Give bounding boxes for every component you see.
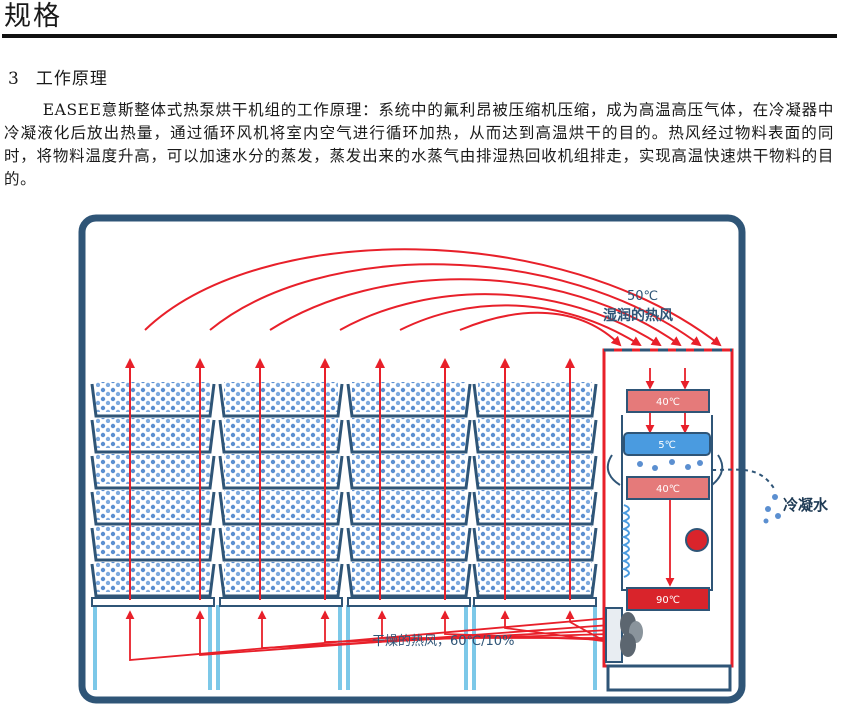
rack-tray (346, 419, 472, 454)
coil-40-mid (626, 476, 710, 500)
expansion-coil (621, 504, 630, 578)
rack-tray (90, 383, 216, 418)
coil-90 (626, 587, 710, 611)
material-tray-fill (478, 454, 592, 484)
rack-tray (472, 527, 598, 562)
coil-90-label: 90℃ (656, 595, 680, 606)
rack-tray (218, 527, 344, 562)
rack-base (219, 597, 343, 607)
material-tray-fill (224, 526, 338, 556)
material-tray-fill (224, 562, 338, 592)
material-tray-fill (478, 490, 592, 520)
rack-tray (90, 455, 216, 490)
drain-pipes (93, 605, 597, 690)
material-tray-fill (352, 418, 466, 448)
page-title: 规格 (4, 1, 62, 32)
condensate-label: 冷凝水 (783, 496, 829, 514)
circulation-fan (605, 607, 643, 663)
coil-40-top-label: 40℃ (656, 397, 680, 408)
water-droplets (637, 459, 781, 524)
rack-base (91, 597, 215, 607)
rack-base (473, 597, 597, 607)
material-tray-fill (96, 526, 210, 556)
rack-tray (346, 383, 472, 418)
material-tray-fill (96, 454, 210, 484)
rack-tray (472, 455, 598, 490)
rack-tray (218, 455, 344, 490)
section-number: 3 (8, 69, 20, 89)
chamber-wall (78, 214, 746, 704)
material-tray-fill (478, 526, 592, 556)
coil-40-top (626, 389, 710, 413)
material-tray-fill (224, 454, 338, 484)
return-air-arcs (144, 248, 722, 347)
material-tray-fill (224, 382, 338, 412)
material-tray-fill (352, 490, 466, 520)
moist-air-label: 湿润的热风 (603, 307, 673, 324)
section-heading: 3 工作原理 (8, 64, 108, 89)
material-tray-fill (478, 562, 592, 592)
rack-tray (346, 455, 472, 490)
rack-base (347, 597, 471, 607)
material-tray-fill (96, 382, 210, 412)
rack-tray (472, 383, 598, 418)
rack-tray (90, 563, 216, 598)
material-racks (90, 382, 598, 607)
material-tray-fill (478, 418, 592, 448)
rising-air-arrows (125, 358, 575, 600)
material-tray-fill (96, 418, 210, 448)
compressor (685, 528, 709, 552)
rack-tray (346, 563, 472, 598)
material-tray-fill (96, 562, 210, 592)
dry-air-label: 干燥的热风，60℃/10% (372, 633, 514, 649)
coil-5 (623, 432, 711, 456)
rack-tray (472, 491, 598, 526)
rack-tray (218, 491, 344, 526)
supply-air-lines (125, 610, 611, 661)
rack-tray (346, 491, 472, 526)
moist-air-temp: 50℃ (627, 289, 658, 304)
rack-tray (472, 419, 598, 454)
body-paragraph: EASEE意斯整体式热泵烘干机组的工作原理：系统中的氟利昂被压缩机压缩，成为高温… (4, 101, 834, 188)
material-tray-fill (96, 490, 210, 520)
section-title: 工作原理 (35, 69, 108, 89)
coil-5-label: 5℃ (658, 440, 676, 451)
rack-tray (218, 563, 344, 598)
material-tray-fill (224, 490, 338, 520)
unit-base (606, 664, 732, 692)
material-tray-fill (352, 526, 466, 556)
material-tray-fill (352, 562, 466, 592)
rack-tray (346, 527, 472, 562)
material-tray-fill (478, 382, 592, 412)
rack-tray (90, 491, 216, 526)
coil-40-mid-label: 40℃ (656, 484, 680, 495)
rack-tray (218, 419, 344, 454)
title-underline (2, 34, 837, 38)
rack-tray (472, 563, 598, 598)
rack-tray (218, 383, 344, 418)
rack-tray (90, 419, 216, 454)
rack-tray (90, 527, 216, 562)
material-tray-fill (352, 382, 466, 412)
material-tray-fill (352, 454, 466, 484)
material-tray-fill (224, 418, 338, 448)
